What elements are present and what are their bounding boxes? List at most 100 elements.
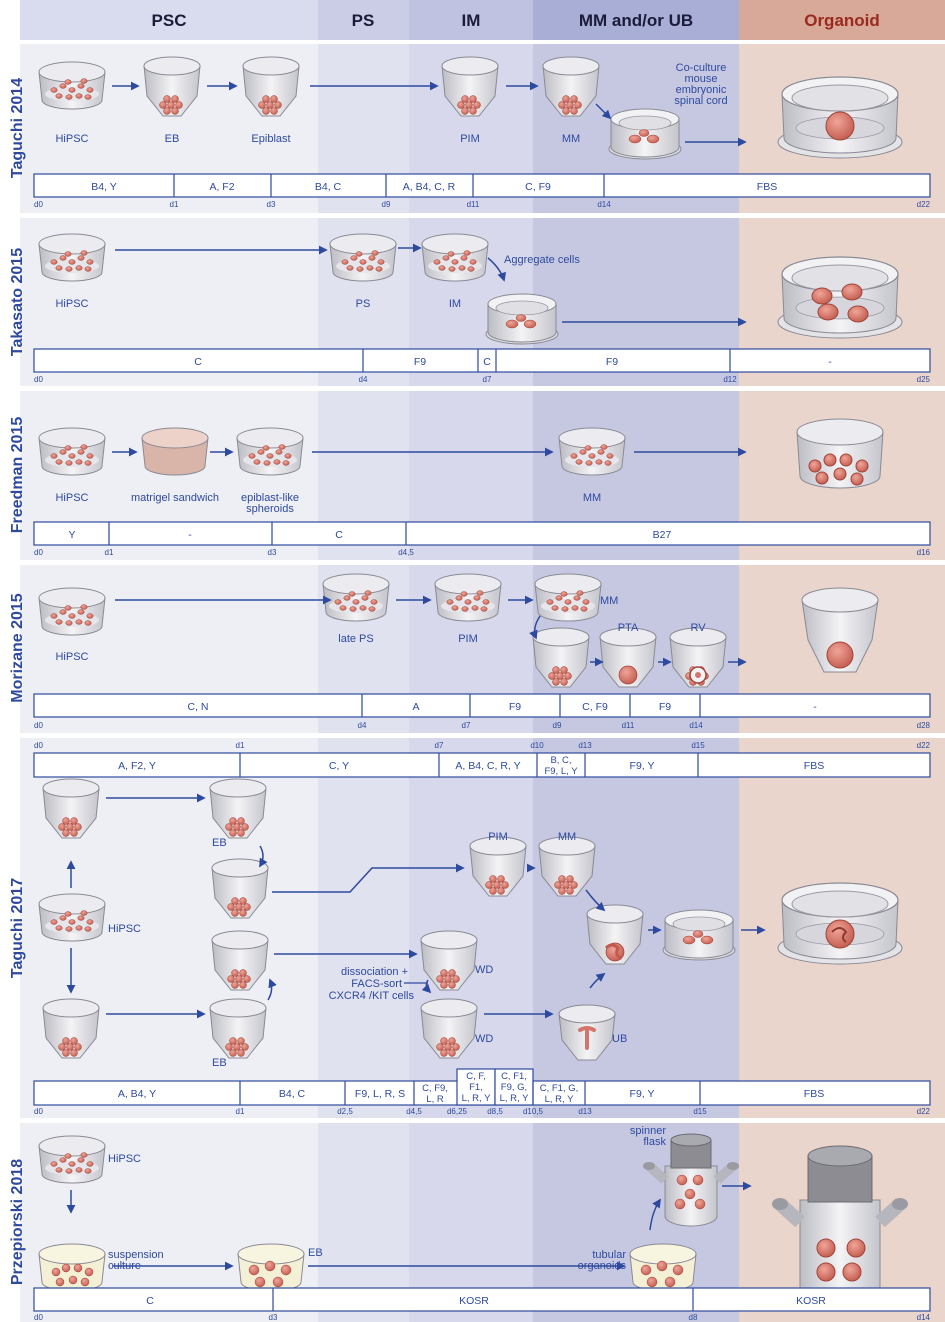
day-label: d1 — [236, 1107, 245, 1116]
label-hipsc: HiPSC — [55, 492, 88, 504]
timeline-segment: L, R, Y — [500, 1093, 530, 1104]
pim-dish-icon — [434, 573, 502, 622]
timeline-segment: A — [412, 701, 419, 713]
day-label: d7 — [435, 741, 444, 750]
timeline-segment: C, F9 — [582, 701, 608, 713]
study-name-przepiorski-2018: Przepiorski 2018 — [9, 1159, 26, 1285]
timeline-segment: C, F9, — [422, 1083, 448, 1094]
label-late-ps: late PS — [338, 633, 373, 645]
study-name-takasato-2015: Takasato 2015 — [9, 248, 26, 356]
day-label: d3 — [268, 548, 277, 557]
day-label: d12 — [723, 375, 737, 384]
row-morizane-2015: HiPSC late PS PIM MM PTA RV C, N A F9 C,… — [33, 573, 931, 730]
day-label: d0 — [34, 741, 43, 750]
day-label: d0 — [34, 375, 43, 384]
timeline-segment: F9, L, Y — [544, 766, 578, 777]
label-pta: PTA — [618, 622, 639, 634]
timeline-segment: A, B4, C, R — [403, 181, 456, 193]
row-takasato-2015: HiPSC PS IM Aggregate cells C F9 C F9 - … — [33, 233, 931, 384]
timeline-segment: C, F, — [466, 1071, 486, 1082]
organoid-well-icon — [801, 587, 879, 673]
day-label: d1 — [170, 200, 179, 209]
timeline-bar — [33, 348, 931, 373]
label-facs-sort: FACS-sort — [351, 978, 402, 990]
label-pim: PIM — [488, 831, 508, 843]
timeline-segment: L, R, Y — [545, 1094, 575, 1105]
day-label: d0 — [34, 1107, 43, 1116]
day-label: d15 — [693, 1107, 707, 1116]
label-organoids: organoids — [578, 1260, 627, 1272]
day-label: d14 — [917, 1313, 931, 1322]
day-label: d3 — [267, 200, 276, 209]
label-pim: PIM — [458, 633, 478, 645]
timeline-segment: Y — [68, 529, 75, 541]
label-wd: WD — [475, 1033, 493, 1045]
label-mouse: mouse — [684, 73, 717, 85]
timeline-segment: F9 — [509, 701, 521, 713]
row-taguchi-2017: d0 d1 d7 d10 d13 d15 d22 A, F2, Y C, Y A… — [33, 741, 931, 1116]
tubular-organoid-dish-icon — [629, 1243, 697, 1292]
day-label: d14 — [689, 721, 703, 730]
study-name-taguchi-2014: Taguchi 2014 — [9, 78, 26, 178]
suspension-dish-icon — [38, 1243, 106, 1292]
stage-header-organoid: Organoid — [804, 11, 880, 30]
timeline-segment: C, N — [188, 701, 209, 713]
label-suspension: suspension — [108, 1249, 164, 1261]
day-label: d4 — [359, 375, 368, 384]
timeline-segment: B4, C — [279, 1088, 306, 1100]
timeline-segment: A, F2 — [209, 181, 234, 193]
timeline-segment: A, F2, Y — [118, 760, 156, 772]
hipsc-dish-icon — [38, 61, 106, 110]
day-label: d8,5 — [487, 1107, 503, 1116]
day-label: d22 — [917, 200, 931, 209]
day-label: d13 — [578, 741, 592, 750]
timeline-segment: C — [194, 356, 202, 368]
coculture-transwell-icon — [608, 108, 682, 160]
day-label: d2,5 — [337, 1107, 353, 1116]
label-eb: EB — [212, 1057, 227, 1069]
day-label: d13 — [578, 1107, 592, 1116]
day-label: d10 — [530, 741, 544, 750]
timeline-segment: C, Y — [329, 760, 349, 772]
matrigel-dish-icon — [141, 427, 209, 476]
label-rv: RV — [690, 622, 706, 634]
timeline-segment: B4, C — [315, 181, 342, 193]
timeline-segment: F9 — [606, 356, 618, 368]
label-hipsc: HiPSC — [55, 298, 88, 310]
label-dissociation: dissociation + — [341, 966, 408, 978]
hipsc-dish-icon — [38, 893, 106, 942]
timeline-segment: KOSR — [796, 1295, 826, 1307]
label-eb: EB — [165, 133, 180, 145]
day-label: d25 — [917, 375, 931, 384]
label-hipsc: HiPSC — [108, 1153, 141, 1165]
day-label: d7 — [483, 375, 492, 384]
timeline-segment: FBS — [804, 760, 824, 772]
label-cxcr4-kit: CXCR4 /KIT cells — [329, 990, 415, 1002]
mm-dish-icon — [558, 427, 626, 476]
timeline-segment: - — [828, 356, 832, 368]
day-label: d6,25 — [447, 1107, 468, 1116]
label-aggregate-cells: Aggregate cells — [504, 254, 580, 266]
timeline-segment: FBS — [757, 181, 777, 193]
label-embryonic: embryonic — [676, 84, 727, 96]
timeline-segment: C, F1, G, — [540, 1083, 579, 1094]
label-tubular: tubular — [592, 1249, 626, 1261]
stage-header-im: IM — [462, 11, 481, 30]
label-ub: UB — [612, 1033, 627, 1045]
mm-dish-icon — [534, 573, 602, 622]
label-eb: EB — [212, 837, 227, 849]
timeline-bar — [33, 521, 931, 546]
timeline-segment: F9, L, R, S — [355, 1088, 405, 1100]
day-label: d9 — [553, 721, 562, 730]
label-mm: MM — [583, 492, 601, 504]
label-matrigel-sandwich: matrigel sandwich — [131, 492, 219, 504]
day-label: d0 — [34, 721, 43, 730]
timeline-segment: B4, Y — [91, 181, 117, 193]
day-label: d7 — [462, 721, 471, 730]
label-coculture: Co-culture — [676, 62, 727, 74]
timeline-segment: F9, Y — [630, 1088, 655, 1100]
late-ps-dish-icon — [322, 573, 390, 622]
label-ps: PS — [356, 298, 371, 310]
day-label: d10,5 — [523, 1107, 544, 1116]
